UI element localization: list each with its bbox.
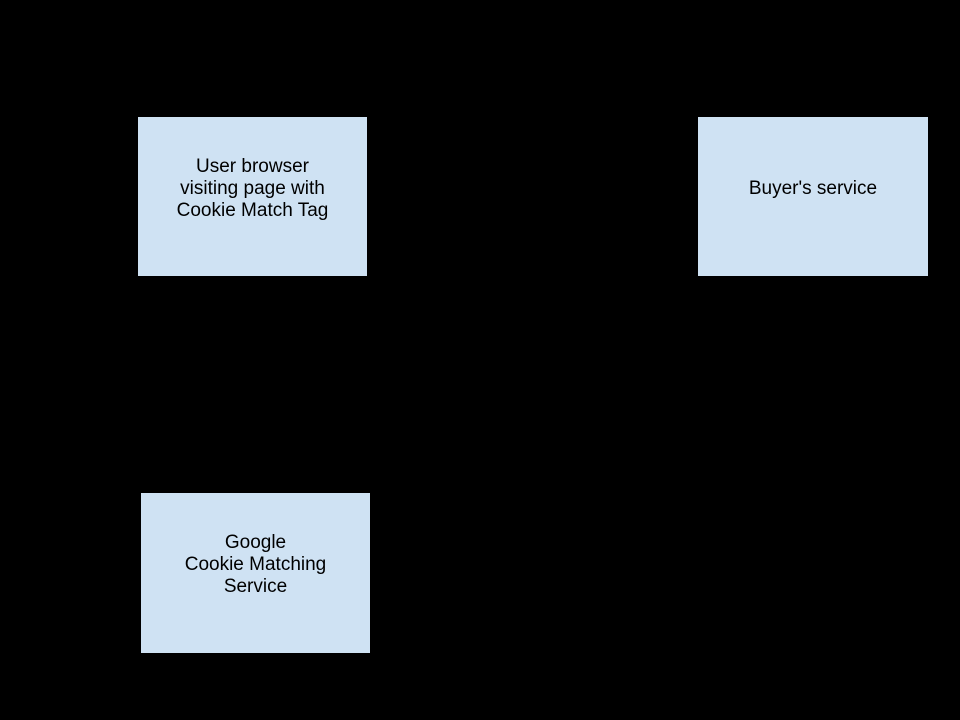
node-buyers-service: Buyer's service xyxy=(697,116,929,277)
node-user-browser: User browser visiting page with Cookie M… xyxy=(137,116,368,277)
node-google-cookie-matching-service: Google Cookie Matching Service xyxy=(140,492,371,654)
node-google-cookie-matching-service-label: Google Cookie Matching Service xyxy=(184,532,327,597)
node-buyers-service-label: Buyer's service xyxy=(748,177,878,199)
node-user-browser-label: User browser visiting page with Cookie M… xyxy=(176,155,329,221)
